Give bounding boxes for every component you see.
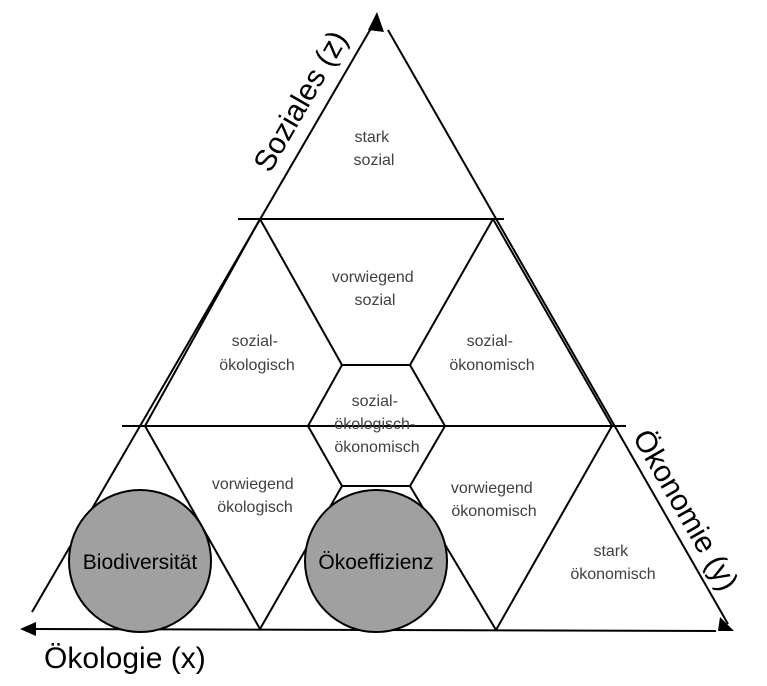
hex-line-upper-left [259,218,343,366]
y-axis-line [387,29,729,625]
label-vorwiegend-sozial: vorwiegend sozial [332,269,418,309]
label-sozial-oekonomisch: sozial- ökonomisch [449,333,534,374]
circle-biodiversitaet: Biodiversität [68,489,212,633]
label-vorwiegend-oekologisch: vorwiegend ökologisch [212,476,298,516]
x-axis-arrow-icon [20,622,36,636]
hex-line-left-bottom [307,425,343,487]
z-axis-arrow-icon [368,12,384,32]
label-center: sozial- ökologisch- ökonomisch [334,393,419,456]
label-vorwiegend-oekonomisch: vorwiegend ökonomisch [451,480,537,520]
right-diagonal-upper [492,218,613,427]
label-sozial-oekologisch: sozial- ökologisch [219,333,295,374]
biodiversitaet-circle [68,489,212,633]
hex-line-left-top [307,364,343,427]
right-diagonal-lower [495,425,613,631]
hex-line-right-top [409,364,446,427]
hex-line-upper-right [409,218,494,366]
hex-line-right-bottom [409,425,446,487]
inner-structure [144,218,613,631]
oekoeffizienz-label: Ökoeffizienz [318,551,433,574]
biodiversitaet-label: Biodiversität [83,551,198,574]
y-axis-arrow-icon [718,617,734,631]
label-stark-sozial: stark sozial [354,129,395,169]
oekoeffizienz-circle [304,489,448,633]
circle-oekoeffizienz: Ökoeffizienz [304,489,448,633]
x-axis-label: Ökologie (x) [44,642,206,675]
z-axis-label: Soziales (z) [247,25,354,177]
label-stark-oekonomisch: stark ökonomisch [570,543,655,583]
left-diagonal-upper [144,218,261,427]
